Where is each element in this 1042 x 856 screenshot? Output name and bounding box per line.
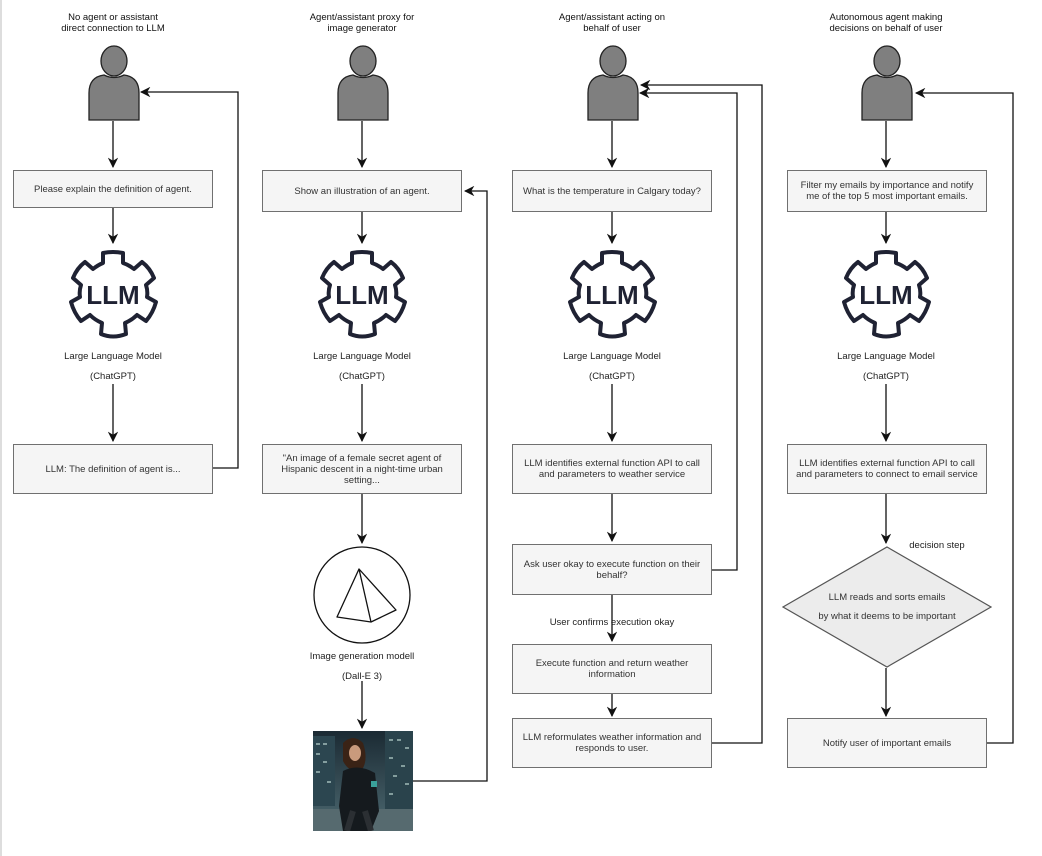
prompt-text: Show an illustration of an agent. [294,185,430,197]
gear-shape [568,250,657,339]
model-product-label: (ChatGPT) [863,371,909,382]
gear-shape [69,250,158,339]
generated-agent-image [313,731,413,831]
decision-diamond: LLM reads and sorts emails by what it de… [781,546,993,668]
ask-user-box-3: Ask user okay to execute function on the… [512,544,712,595]
description-box-2: "An image of a female secret agent of Hi… [262,444,462,494]
model-product-label: (ChatGPT) [90,371,136,382]
step-text: Notify user of important emails [822,737,952,749]
step-text: LLM: The definition of agent is... [45,463,181,475]
person-icon [88,45,140,121]
model-name-label: Large Language Model [313,351,411,362]
step-text: LLM identifies external function API to … [796,458,978,480]
image-model-name-label: Image generation modell [309,651,415,662]
prompt-text: Please explain the definition of agent. [34,183,192,195]
identify-function-box-4: LLM identifies external function API to … [787,444,987,494]
decision-text: LLM reads and sorts emails by what it de… [782,546,992,668]
column-title-4: Autonomous agent making decisions on beh… [786,12,986,34]
gear-label: LLM [335,279,389,310]
prompt-box-4: Filter my emails by importance and notif… [787,170,987,212]
column-title-1: No agent or assistant direct connection … [13,12,213,34]
execute-function-box-3: Execute function and return weather info… [512,644,712,694]
gear-label: LLM [859,279,913,310]
column-title-3: Agent/assistant acting on behalf of user [512,12,712,34]
gear-shape [842,250,931,339]
llm-gear-icon: LLM [314,247,410,343]
model-name-label: Large Language Model [563,351,661,362]
prompt-box-1: Please explain the definition of agent. [13,170,213,208]
model-name-label: Large Language Model [64,351,162,362]
pyramid-icon [313,546,411,644]
step-text: "An image of a female secret agent of Hi… [281,452,443,486]
step-text: LLM identifies external function API to … [524,458,700,480]
column-title-line: Agent/assistant proxy for [309,12,415,23]
agent-illustration [313,731,413,831]
column-title-line: Autonomous agent making [829,12,943,23]
person-icon [587,45,639,121]
gear-label: LLM [585,279,639,310]
prompt-text: Filter my emails by importance and notif… [800,180,974,202]
arrow-reformulate-to-user-3 [639,79,763,744]
person-icon [861,45,913,121]
model-product-label: (ChatGPT) [589,371,635,382]
step-text: Ask user okay to execute function on the… [523,558,701,581]
llm-gear-icon: LLM [564,247,660,343]
column-title-line: decisions on behalf of user [829,23,943,34]
decision-line: by what it deems to be important [818,611,956,622]
identify-function-box-3: LLM identifies external function API to … [512,444,712,494]
model-name-label: Large Language Model [837,351,935,362]
gear-shape [318,250,407,339]
step-text: LLM reformulates weather information and… [522,732,702,754]
gear-label: LLM [86,279,140,310]
prompt-box-3: What is the temperature in Calgary today… [512,170,712,212]
decision-step-label: decision step [909,540,965,551]
reformulate-box-3: LLM reformulates weather information and… [512,718,712,768]
column-title-line: direct connection to LLM [61,23,165,34]
arrow-image-to-prompt-2 [413,185,488,782]
notify-user-box-4: Notify user of important emails [787,718,987,768]
column-title-line: image generator [327,23,397,34]
canvas-edge [0,0,2,856]
prompt-text: What is the temperature in Calgary today… [523,185,701,197]
image-model-product-label: (Dall-E 3) [341,671,383,682]
column-title-2: Agent/assistant proxy for image generato… [262,12,462,34]
response-box-1: LLM: The definition of agent is... [13,444,213,494]
arrow-response-to-user-1 [139,86,239,469]
person-icon [337,45,389,121]
llm-gear-icon: LLM [838,247,934,343]
diamond-shape [781,546,993,668]
column-title-line: behalf of user [583,23,641,34]
edge-label-user-confirms: User confirms execution okay [549,617,675,628]
prompt-box-2: Show an illustration of an agent. [262,170,462,212]
arrow-notify-to-user-4 [914,87,1014,744]
decision-line: LLM reads and sorts emails [828,592,946,603]
arrow-ask-to-user-3 [638,87,738,571]
column-title-line: No agent or assistant [68,12,158,23]
column-title-line: Agent/assistant acting on [558,12,666,23]
llm-gear-icon: LLM [65,247,161,343]
model-product-label: (ChatGPT) [339,371,385,382]
step-text: Execute function and return weather info… [535,658,689,680]
